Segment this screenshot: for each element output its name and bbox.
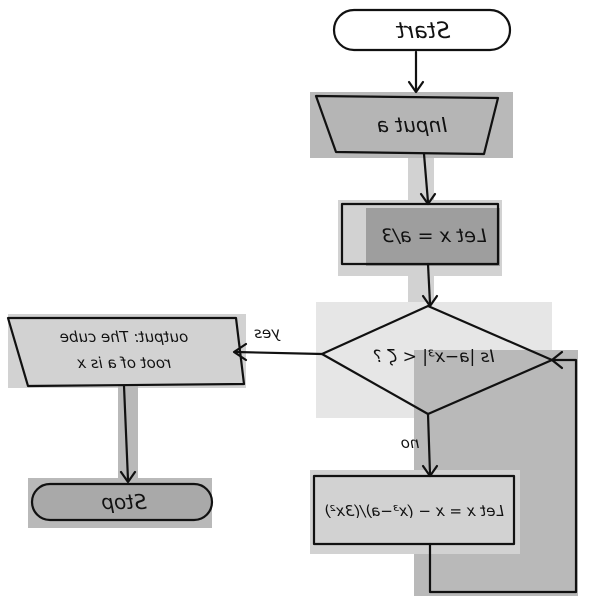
yes-label: yes [254,324,281,342]
update-label: Let x = x − (x³−a)/(3x²) [324,502,504,520]
stop-label: Stop [101,490,146,514]
start-label: Start [395,19,450,44]
shading-overlays [8,92,578,596]
shade-init-inner [366,208,500,266]
decision-label: Is |a−x³| < ζ ? [374,347,495,367]
update-node: Let x = x − (x³−a)/(3x²) [312,474,516,546]
shade-output [8,314,246,388]
output-line2: root of a is x [77,354,171,372]
init-label: Let x = a/3 [381,225,486,247]
no-label: no [401,434,420,452]
arrow-yes: yes [232,324,324,362]
output-node: output: The cube root of a is x [6,316,246,388]
output-line1: output: The cube [60,328,188,346]
arrow-no: no [401,412,439,478]
shade-connector-3 [118,384,138,480]
stop-node: Stop [30,482,214,522]
shade-connector-1 [408,158,434,204]
input-label: Input a [377,113,447,137]
arrow-start-input [407,50,425,94]
shade-update [310,470,520,554]
start-node: Start [332,8,512,52]
arrow-output-stop [119,384,137,484]
input-node: Input a [314,94,500,156]
loop-back-line [428,350,578,594]
init-node: Let x = a/3 [340,202,500,266]
